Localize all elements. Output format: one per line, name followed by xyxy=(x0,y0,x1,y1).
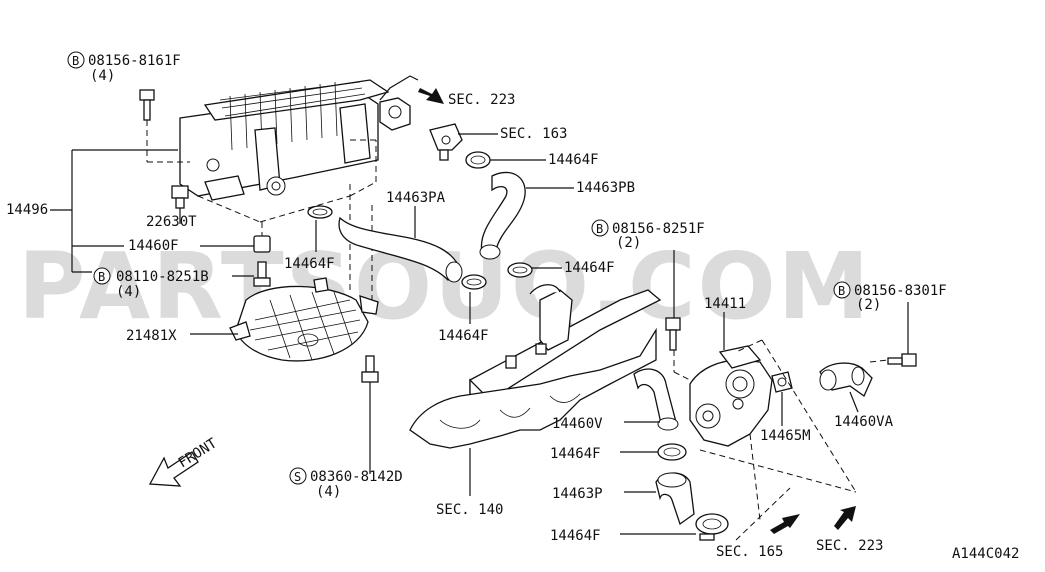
label-14463pa[interactable]: 14463PA xyxy=(386,190,446,206)
front-arrow-icon xyxy=(148,451,199,487)
label-14464f-e[interactable]: 14464F xyxy=(550,446,601,462)
label-21481x[interactable]: 21481X xyxy=(126,328,177,344)
svg-text:(4): (4) xyxy=(316,484,341,500)
label-14464f-b[interactable]: 14464F xyxy=(548,152,599,168)
clamp-b-part[interactable] xyxy=(465,151,491,169)
label-08110-8251b[interactable]: B 08110-8251B (4) xyxy=(93,267,209,300)
pipe-14460v-part[interactable] xyxy=(633,368,679,431)
sec163-bracket-part[interactable] xyxy=(429,123,463,161)
label-08156-8161f[interactable]: B 08156-8161F (4) xyxy=(67,51,181,84)
label-14496[interactable]: 14496 xyxy=(6,202,48,218)
label-14464f-f[interactable]: 14464F xyxy=(550,528,601,544)
heat-shield-part[interactable] xyxy=(229,277,379,362)
elbow-14460va-part[interactable] xyxy=(819,362,873,397)
label-14460v[interactable]: 14460V xyxy=(552,416,603,432)
svg-text:(4): (4) xyxy=(116,284,141,300)
hose-14463p-part[interactable] xyxy=(655,472,695,526)
svg-text:(4): (4) xyxy=(90,68,115,84)
bolt-right[interactable] xyxy=(887,353,917,367)
svg-text:08156-8251F: 08156-8251F xyxy=(612,221,705,237)
svg-text:08110-8251B: 08110-8251B xyxy=(116,269,209,285)
label-14464f-d[interactable]: 14464F xyxy=(438,328,489,344)
exhaust-manifold-part[interactable] xyxy=(409,284,662,449)
label-sec-165[interactable]: SEC. 165 xyxy=(716,544,783,560)
front-label: FRONT xyxy=(176,435,221,471)
bolt-left-mid[interactable] xyxy=(253,261,271,287)
hose-14463pa-part[interactable] xyxy=(338,216,463,283)
svg-text:08156-8161F: 08156-8161F xyxy=(88,53,181,69)
label-14463p[interactable]: 14463P xyxy=(552,486,603,502)
bolt-center-right[interactable] xyxy=(665,317,681,351)
svg-text:B: B xyxy=(596,222,603,236)
gasket-part[interactable] xyxy=(771,371,793,393)
label-14460f[interactable]: 14460F xyxy=(128,238,179,254)
label-08360-8142d[interactable]: S 08360-8142D (4) xyxy=(289,467,403,500)
intercooler-part[interactable] xyxy=(179,75,419,201)
sensor-part[interactable] xyxy=(171,185,189,209)
label-sec-163[interactable]: SEC. 163 xyxy=(500,126,567,142)
clamp-f-part[interactable] xyxy=(695,513,729,541)
bushing-part[interactable] xyxy=(253,235,271,253)
label-sec-223-top[interactable]: SEC. 223 xyxy=(448,92,515,108)
hose-14463pb-part[interactable] xyxy=(479,171,526,260)
label-14464f-c[interactable]: 14464F xyxy=(564,260,615,276)
svg-text:08156-8301F: 08156-8301F xyxy=(854,283,947,299)
label-08156-8251f[interactable]: B 08156-8251F (2) xyxy=(591,219,705,251)
label-14464f-a[interactable]: 14464F xyxy=(284,256,335,272)
svg-text:B: B xyxy=(72,54,79,68)
bolt-bottom-left[interactable] xyxy=(361,355,379,383)
svg-text:(2): (2) xyxy=(856,297,881,313)
svg-text:(2): (2) xyxy=(616,235,641,251)
label-14465m[interactable]: 14465M xyxy=(760,428,811,444)
label-sec-140[interactable]: SEC. 140 xyxy=(436,502,503,518)
turbocharger-part[interactable] xyxy=(689,345,773,447)
svg-text:B: B xyxy=(98,270,105,284)
diagram-code: A144C042 xyxy=(952,546,1019,562)
label-22630t[interactable]: 22630T xyxy=(146,214,197,230)
clamp-e-part[interactable] xyxy=(657,443,687,461)
clamp-c-part[interactable] xyxy=(507,262,533,278)
label-14463pb[interactable]: 14463PB xyxy=(576,180,635,196)
svg-text:B: B xyxy=(838,284,845,298)
svg-text:08360-8142D: 08360-8142D xyxy=(310,469,403,485)
label-14460va[interactable]: 14460VA xyxy=(834,414,894,430)
clamp-a-part[interactable] xyxy=(307,205,333,219)
clamp-d-part[interactable] xyxy=(461,274,487,290)
svg-text:S: S xyxy=(294,470,301,484)
label-08156-8301f[interactable]: B 08156-8301F (2) xyxy=(833,281,947,313)
bolt-top-left[interactable] xyxy=(139,89,155,121)
label-sec-223-bottom[interactable]: SEC. 223 xyxy=(816,538,883,554)
label-14411[interactable]: 14411 xyxy=(704,296,746,312)
